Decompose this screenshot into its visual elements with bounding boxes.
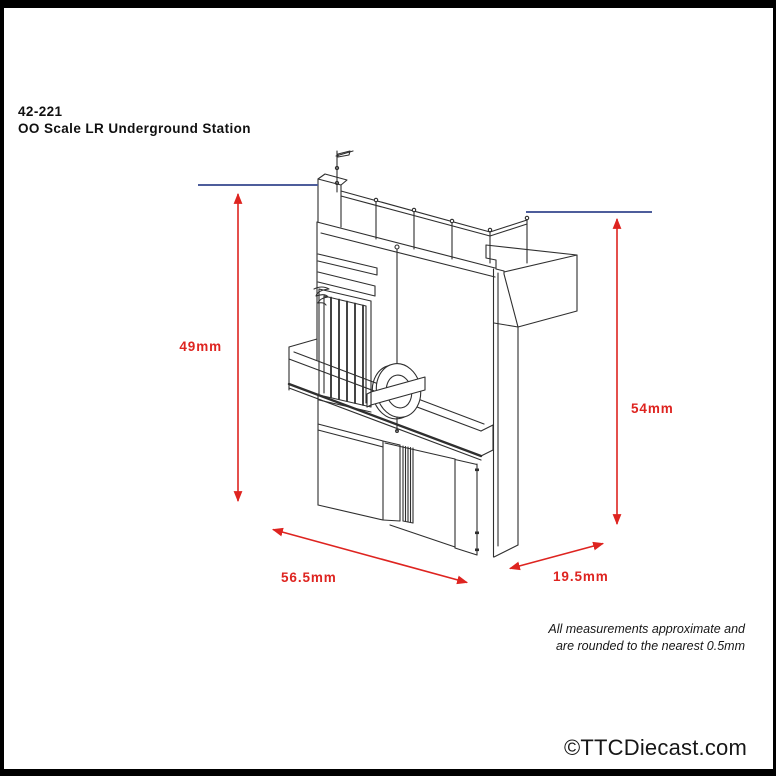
- measurement-note-line1: All measurements approximate and: [548, 622, 745, 636]
- sign-boards: [317, 253, 378, 297]
- right-wing: [485, 244, 578, 558]
- product-code: 42-221: [18, 104, 63, 119]
- arrow-depth: [508, 541, 605, 571]
- measurement-note: All measurements approximate and are rou…: [548, 621, 745, 655]
- underground-roundel-icon: [366, 244, 426, 433]
- dimension-label-height-front: 49mm: [179, 339, 222, 354]
- canopy: [287, 338, 494, 461]
- watermark: ©TTCDiecast.com: [563, 735, 747, 760]
- flag-icon: [334, 150, 354, 193]
- entrance-pillar: [454, 458, 479, 556]
- measurement-note-line2: are rounded to the nearest 0.5mm: [555, 639, 745, 653]
- frame-right-bar: [773, 0, 776, 776]
- station-building-drawing: [287, 150, 578, 558]
- frame-bottom-bar: [0, 769, 776, 776]
- entrance-door: [402, 445, 414, 524]
- frame-top-bar: [0, 0, 776, 8]
- chimney: [317, 173, 348, 228]
- dimension-arrows: [233, 192, 622, 585]
- dimension-label-width: 56.5mm: [281, 570, 337, 585]
- title-block: 42-221 OO Scale LR Underground Station: [18, 103, 251, 137]
- main-block: [316, 221, 499, 558]
- dimension-label-depth: 19.5mm: [553, 569, 609, 584]
- dimension-label-height-rear: 54mm: [631, 401, 674, 416]
- extension-lines: [198, 184, 652, 213]
- arrow-width: [271, 527, 469, 585]
- lamp-bracket-icon: [313, 286, 330, 306]
- roof-railing: [340, 190, 530, 264]
- barred-window: [318, 288, 372, 413]
- frame-left-bar: [0, 0, 4, 776]
- page-title: OO Scale LR Underground Station: [18, 121, 251, 136]
- entrance: [317, 423, 479, 556]
